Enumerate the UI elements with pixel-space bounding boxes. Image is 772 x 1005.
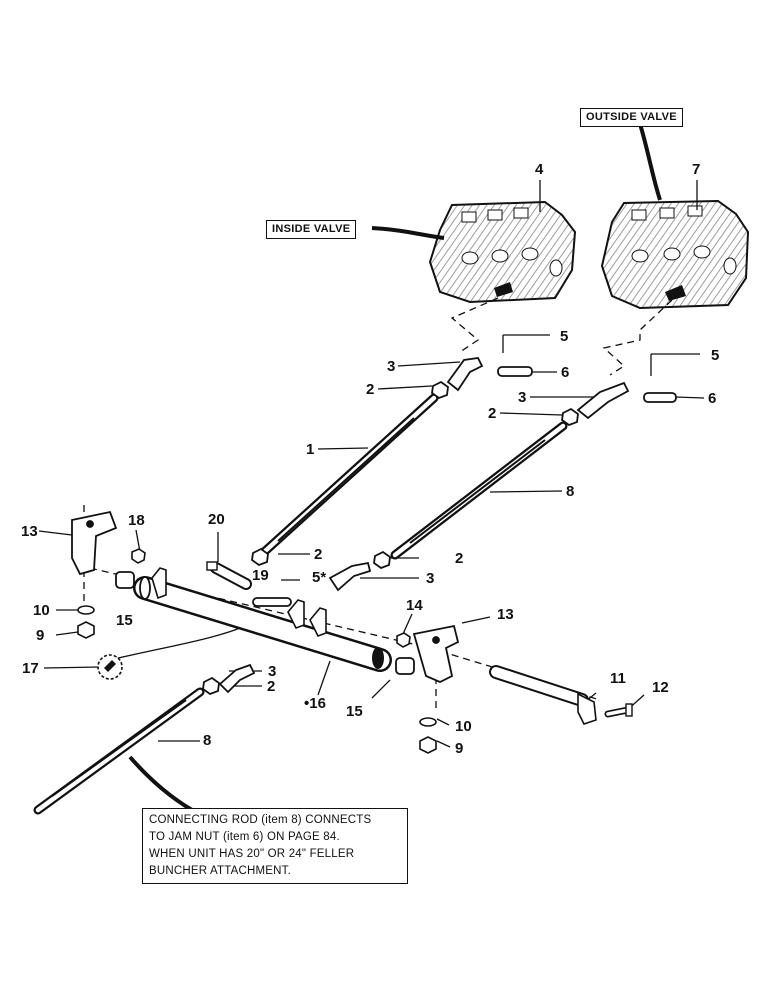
part-label-19: 19 [252,567,269,584]
part-label-20: 20 [208,511,225,528]
note-line-1: CONNECTING ROD (item 8) CONNECTS [149,814,372,826]
inside-valve-callout: INSIDE VALVE [266,220,357,239]
part-label-12: 12 [652,679,669,696]
outside-valve-callout: OUTSIDE VALVE [580,108,683,127]
part-label-5: 5 [560,328,569,345]
rod-item-8-upper [390,421,568,560]
grease-fitting-inset [97,654,123,680]
part-label-6: 6 [708,390,717,407]
part-label-14: 14 [406,597,423,614]
inside-valve-body [428,200,577,304]
jam-nuts [202,380,579,696]
brackets [71,510,460,683]
part-label-2: 2 [267,678,276,695]
note-leader [128,755,194,812]
outside-valve-leader [638,123,662,201]
part-label-8: 8 [203,732,212,749]
part-label-5-star: 5* [312,569,327,586]
note-line-2: TO JAM NUT (item 6) ON PAGE 84. [149,831,340,843]
inside-valve-leader [371,226,445,240]
bolt-item-12 [604,703,633,718]
part-label-15: 15 [116,612,133,629]
part-label-10: 10 [455,718,472,735]
part-label-2: 2 [488,405,497,422]
bushings [115,571,415,675]
note-line-3: WHEN UNIT HAS 20" OR 24" FELLER [149,848,355,860]
shaft-item-11 [489,665,597,725]
part-label-5: 5 [711,347,720,364]
pins [252,366,677,607]
part-label-1: 1 [306,441,315,458]
pivot-pin-item-20 [206,561,252,590]
part-label-13: 13 [497,606,514,623]
part-label-13: 13 [21,523,38,540]
part-label-8: 8 [566,483,575,500]
outside-valve-body [600,199,750,310]
part-label-7: 7 [692,161,701,178]
part-label-3: 3 [268,663,277,680]
part-label-9: 9 [36,627,45,644]
part-label-3: 3 [387,358,396,375]
part-label-16: •16 [304,695,326,712]
clevises [218,357,630,694]
part-label-2: 2 [366,381,375,398]
note-line-4: BUNCHER ATTACHMENT. [149,865,292,877]
hardware [77,548,437,754]
cross-tube-item-16 [133,567,392,672]
part-label-9: 9 [455,740,464,757]
part-label-10: 10 [33,602,50,619]
connecting-rod-note: CONNECTING ROD (item 8) CONNECTS TO JAM … [142,808,408,884]
part-label-2: 2 [455,550,464,567]
part-label-17: 17 [22,660,39,677]
part-label-4: 4 [535,161,544,178]
part-label-11: 11 [610,670,626,687]
part-label-15: 15 [346,703,363,720]
part-label-6: 6 [561,364,570,381]
rod-item-8-lower [33,687,205,815]
part-label-3: 3 [518,389,527,406]
rod-item-1 [258,393,439,558]
part-label-18: 18 [128,512,145,529]
part-label-3: 3 [426,570,435,587]
part-label-2: 2 [314,546,323,563]
